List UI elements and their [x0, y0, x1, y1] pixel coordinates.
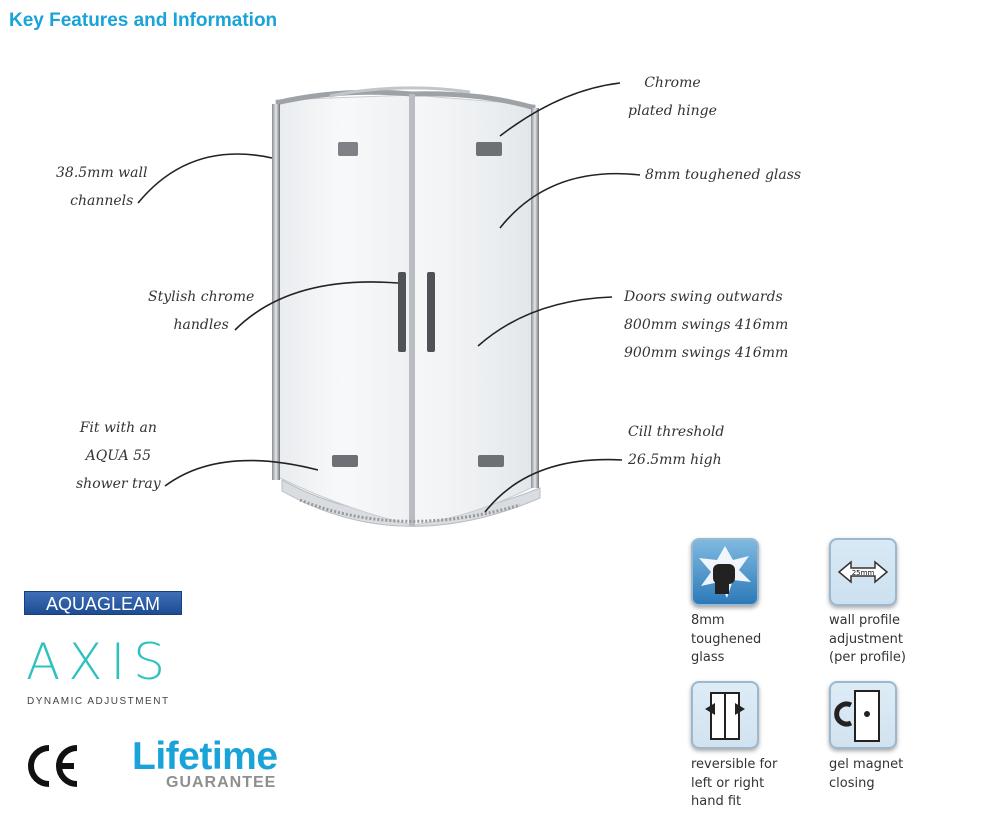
- badge-25mm: 25mm: [852, 569, 875, 577]
- axis-tagline: DYNAMIC ADJUSTMENT: [27, 696, 170, 707]
- magnet-closing-icon: [829, 681, 897, 749]
- page-title: Key Features and Information: [9, 10, 278, 31]
- lifetime-logo: Lifetime: [132, 735, 278, 778]
- aquagleam-logo: AQUAGLEAM: [24, 591, 182, 615]
- callout-lines: [137, 82, 641, 513]
- fist-glass-icon: [691, 538, 759, 606]
- axis-logo: AXIS: [26, 633, 173, 691]
- callout-glass: 8mm toughened glass: [645, 167, 802, 183]
- reversible-door-icon: [691, 681, 759, 749]
- ce-mark-icon: [28, 745, 78, 787]
- wall-profile-adjust-icon: 25mm: [829, 538, 897, 606]
- guarantee-text: GUARANTEE: [166, 774, 277, 791]
